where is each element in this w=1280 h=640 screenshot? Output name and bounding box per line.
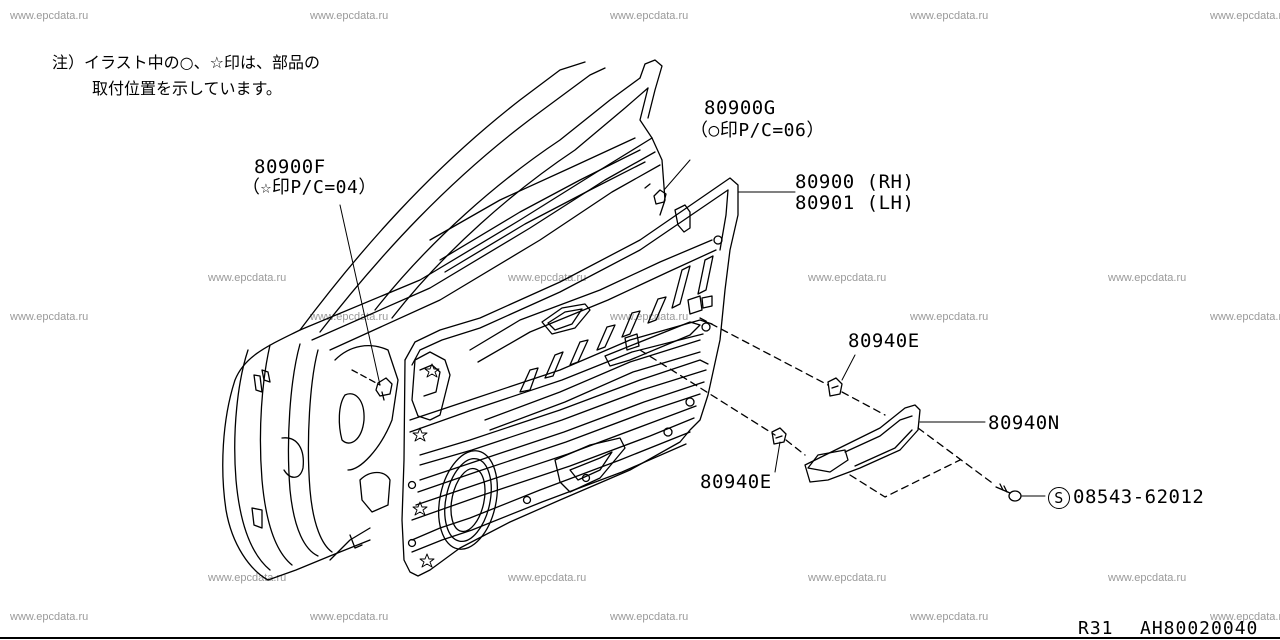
clip-80900f [375, 377, 393, 401]
note-line-2: 取付位置を示しています。 [92, 79, 282, 98]
door-shell [222, 59, 666, 581]
watermark: www.epcdata.ru [1210, 311, 1280, 323]
label-80900g-num[interactable]: 80900G [704, 97, 776, 119]
watermark: www.epcdata.ru [808, 272, 887, 284]
watermark: www.epcdata.ru [910, 611, 989, 623]
label-80900g-pc: （○印P/C=06） [690, 120, 825, 141]
clip-80940e-top [827, 377, 843, 397]
watermark: www.epcdata.ru [10, 10, 89, 22]
watermark: www.epcdata.ru [10, 611, 89, 623]
watermark: www.epcdata.ru [910, 10, 989, 22]
screw-part-number: 08543-62012 [1073, 486, 1205, 508]
label-80940n[interactable]: 80940N [988, 412, 1060, 434]
label-80901-lh[interactable]: 80901 (LH) [795, 192, 915, 214]
clip-80940e-bottom [771, 427, 787, 445]
watermark: www.epcdata.ru [208, 572, 287, 584]
s-circle-icon: S [1048, 486, 1070, 509]
clip-80900g [644, 183, 667, 205]
watermark: www.epcdata.ru [610, 10, 689, 22]
door-trim-panel [401, 177, 739, 577]
watermark: www.epcdata.ru [508, 572, 587, 584]
pull-handle-80940n [804, 404, 921, 483]
label-80940e-top[interactable]: 80940E [848, 330, 920, 352]
watermark: www.epcdata.ru [310, 10, 389, 22]
watermark: www.epcdata.ru [910, 311, 989, 323]
illustration-code: AH80020040 [1140, 618, 1259, 639]
model-code: R31 [1078, 618, 1114, 639]
watermark: www.epcdata.ru [1108, 272, 1187, 284]
watermark: www.epcdata.ru [610, 611, 689, 623]
watermark: www.epcdata.ru [808, 572, 887, 584]
watermark: www.epcdata.ru [1210, 10, 1280, 22]
label-80900-rh[interactable]: 80900 (RH) [795, 171, 915, 193]
assembly-dashes [639, 317, 996, 498]
screw [995, 483, 1022, 502]
watermark: www.epcdata.ru [310, 611, 389, 623]
label-80940e-bottom[interactable]: 80940E [700, 471, 772, 493]
watermark: www.epcdata.ru [1210, 611, 1280, 623]
watermark: www.epcdata.ru [508, 272, 587, 284]
note-line-1: 注）イラスト中の○、☆印は、部品の [52, 53, 320, 72]
watermark: www.epcdata.ru [10, 311, 89, 323]
leader-lines [339, 159, 1046, 497]
watermark: www.epcdata.ru [208, 272, 287, 284]
star-marks [412, 363, 440, 568]
label-80900f-pc: （☆印P/C=04） [242, 177, 377, 198]
watermark: www.epcdata.ru [1108, 572, 1187, 584]
label-80900f-num[interactable]: 80900F [254, 156, 326, 178]
